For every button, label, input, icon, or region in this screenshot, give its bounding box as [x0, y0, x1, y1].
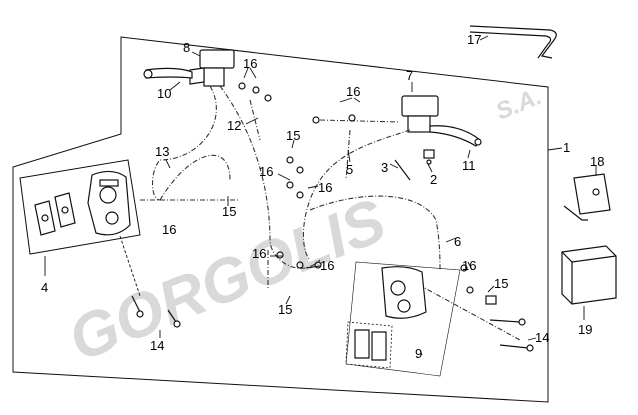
callout-16-d: 16 [318, 180, 332, 195]
hose-top [319, 119, 401, 123]
callout-5: 5 [346, 162, 353, 177]
main-frame [12, 36, 549, 403]
callout-15-left: 15 [222, 204, 236, 219]
callout-11: 11 [462, 158, 476, 173]
callout-12: 12 [227, 118, 241, 133]
banjo-washers [238, 82, 474, 294]
switch-cable [394, 159, 411, 181]
callout-16-g: 16 [320, 258, 334, 273]
front-caliper-left [87, 170, 131, 236]
callout-3: 3 [381, 160, 388, 175]
watermark-suffix: S.A. [492, 83, 545, 126]
caliper-bolts-right [485, 295, 534, 352]
brake-pads-left [34, 192, 76, 236]
callout-4: 4 [41, 280, 48, 295]
hose-rear-lower [409, 279, 521, 341]
hose-13 [151, 85, 217, 201]
callout-9: 9 [415, 346, 422, 361]
callout-16-e: 16 [162, 222, 176, 237]
callout-14-left: 14 [150, 338, 164, 353]
leader-lines [44, 35, 597, 356]
callout-16-h: 16 [462, 258, 476, 273]
hose-rear-upper [302, 129, 411, 261]
callout-13: 13 [155, 144, 169, 159]
callout-15-right: 15 [494, 276, 508, 291]
hose-15 [159, 154, 231, 201]
hose-6 [309, 195, 441, 271]
callout-16-c: 16 [259, 164, 273, 179]
callout-17: 17 [467, 32, 481, 47]
rear-caliper [381, 266, 427, 319]
rear-pad-box [345, 321, 393, 369]
part-17-bracket [469, 25, 557, 59]
hose-5 [345, 129, 351, 181]
callout-2: 2 [430, 172, 437, 187]
rear-brake-lever [429, 125, 482, 147]
callout-16-f: 16 [252, 246, 266, 261]
callout-19: 19 [578, 322, 592, 337]
front-master-cylinder [189, 49, 235, 87]
caliper-pad-box [19, 159, 141, 255]
callout-15-top: 15 [286, 128, 300, 143]
callout-8: 8 [183, 40, 190, 55]
callout-7: 7 [406, 68, 413, 83]
callout-15-bottom: 15 [278, 302, 292, 317]
callout-10: 10 [157, 86, 171, 101]
part-19-module [561, 245, 617, 305]
callout-1: 1 [563, 140, 570, 155]
rear-caliper-box [345, 261, 461, 377]
hose-front [219, 85, 321, 269]
caliper-bolts-left [119, 235, 181, 328]
callout-6: 6 [454, 234, 461, 249]
front-brake-lever [143, 67, 193, 79]
callout-16-b: 16 [346, 84, 360, 99]
rear-master-cylinder [401, 95, 439, 133]
brake-switch [423, 149, 435, 165]
callout-16-a: 16 [243, 56, 257, 71]
part-18-bracket [563, 173, 611, 221]
brake-pads-right [354, 329, 387, 361]
callout-18: 18 [590, 154, 604, 169]
callout-14-right: 14 [535, 330, 549, 345]
